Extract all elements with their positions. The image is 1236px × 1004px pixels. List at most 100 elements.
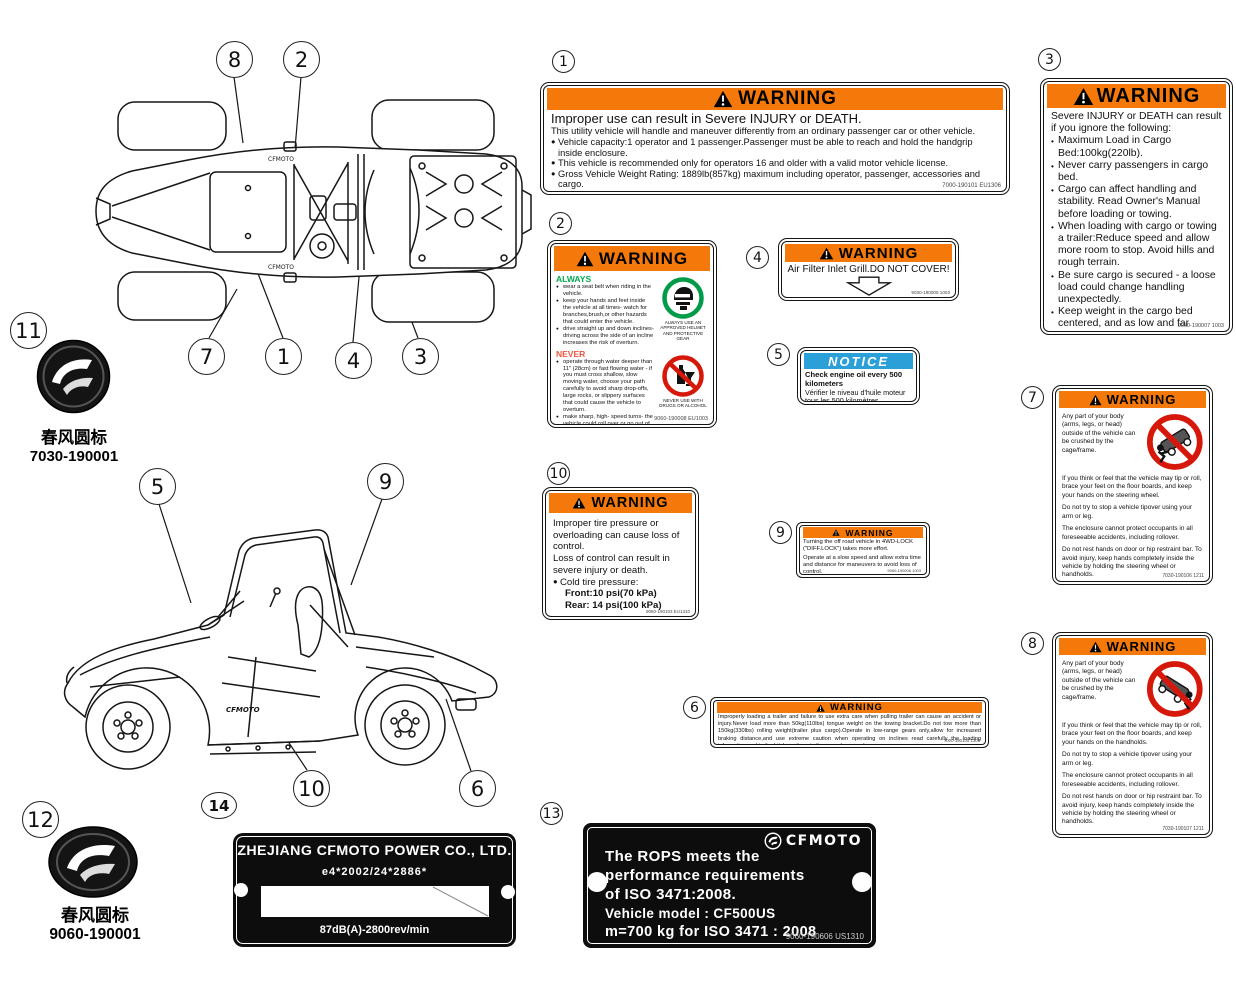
emblem12-part-no: 9060-190001: [49, 926, 141, 943]
warning-triangle-icon: [576, 251, 594, 266]
top-view-brand-text: CFMOTO: [268, 156, 294, 163]
plate13-mass-line: m=700 kg for ISO 3471 : 2008: [605, 924, 817, 940]
label7-para3: Do not try to stop a vehicle tipover usi…: [1062, 504, 1193, 520]
bullet-item: drive straight up and down inclines- dri…: [556, 326, 654, 347]
plate13-brand-text: CFMOTO: [785, 833, 862, 849]
emblem12-caption: 春风圆标: [61, 906, 129, 925]
label9-part-code: 9060-190006 1003: [887, 568, 921, 573]
callout-6-label: 6: [683, 696, 706, 719]
plate14-blank-field: [261, 886, 489, 917]
label7-para4: The enclosure cannot protect occupants i…: [1062, 525, 1193, 541]
label8-para2: If you think or feel that the vehicle ma…: [1062, 722, 1202, 746]
bullet-item: Cold tire pressure:: [553, 577, 689, 589]
warning-header: WARNING: [803, 527, 923, 538]
bullet-item: When loading with cargo or towing a trai…: [1051, 221, 1224, 270]
warning-triangle-icon: [832, 529, 841, 536]
rivet-hole: [501, 885, 515, 899]
callout-6: 6: [459, 770, 496, 807]
rivet-hole: [587, 872, 607, 892]
warning-header: WARNING: [1059, 391, 1206, 408]
warning-header: WARNING: [547, 88, 1003, 110]
warning-label-9: WARNING Turning the off road vehicle in …: [796, 522, 930, 578]
cfmoto-logo-icon: [764, 832, 782, 850]
vehicle-top-view-drawing: CFMOTO CFMOTO: [95, 99, 532, 323]
callout-2-label: 2: [549, 212, 572, 235]
rivet-hole: [234, 883, 248, 897]
warning-header: WARNING: [785, 244, 952, 262]
label10-part-code: 9060-190103 EU1310: [645, 609, 690, 614]
crush-hazard-icon: [1147, 661, 1204, 717]
warning-triangle-icon: [816, 703, 825, 712]
label9-para1: Turning the off road vehicle in 4WD-LOCK…: [803, 539, 914, 552]
bullet-item: keep your hands and feet inside the vehi…: [556, 298, 654, 326]
label1-title: Improper use can result in Severe INJURY…: [551, 111, 862, 126]
callout-1-label: 1: [552, 50, 575, 73]
warning-label-4: WARNING Air Filter Inlet Grill.DO NOT CO…: [778, 238, 959, 301]
warning-label-8: WARNING Any part of your body (arms, leg…: [1052, 632, 1213, 838]
bullet-item: Cargo can affect handling and stability.…: [1051, 184, 1224, 221]
manufacturer-plate-14: ZHEJIANG CFMOTO POWER CO., LTD. e4*2002/…: [233, 833, 516, 947]
bullet-item: Never carry passengers in cargo bed.: [1051, 160, 1224, 184]
callout-10: 10: [293, 770, 330, 807]
plate14-noise-level: 87dB(A)-2800rev/min: [319, 924, 430, 936]
no-drugs-alcohol-icon: [662, 355, 704, 397]
label10-rear-pressure: Rear: 14 psi(100 kPa): [565, 599, 662, 611]
cfmoto-round-emblem-12: [48, 826, 138, 898]
label5-text-en: Check engine oil every 500 kilometers: [805, 370, 903, 388]
warning-label-1: WARNING Improper use can result in Sever…: [540, 82, 1010, 195]
label7-part-code: 7030-190106 1211: [1162, 573, 1204, 579]
label6-text: Improperly loading a trailer and failure…: [718, 714, 981, 744]
plate13-logo: CFMOTO: [764, 832, 862, 850]
label1-subtitle: This utility vehicle will handle and man…: [551, 126, 976, 136]
label7-para2: If you think or feel that the vehicle ma…: [1062, 475, 1202, 499]
label3-intro: Severe INJURY or DEATH can result if you…: [1051, 111, 1222, 135]
plate13-line2: performance requirements: [605, 867, 805, 884]
label4-part-code: 9030-190005 1003: [911, 290, 950, 295]
warning-label-3: WARNING Severe INJURY or DEATH can resul…: [1040, 78, 1233, 335]
vehicle-side-view-drawing: CFMOTO: [63, 529, 498, 770]
emblem12-caption-block: 春风圆标 9060-190001: [22, 901, 168, 944]
bullet-item: Gross Vehicle Weight Rating: 1889lb(857k…: [551, 169, 999, 190]
notice-label-5: NOTICE Check engine oil every 500 kilome…: [797, 347, 920, 405]
label3-part-code: 9060-190007 1003: [1177, 323, 1224, 329]
warning-header: WARNING: [554, 246, 710, 271]
callout-10-label: 10: [547, 462, 570, 485]
plate14-field-diagonal: [432, 886, 489, 917]
label8-para1: Any part of your body (arms, legs, or he…: [1062, 660, 1136, 701]
callout-13-label: 13: [540, 802, 563, 825]
plate13-line1: The ROPS meets the: [605, 848, 760, 865]
label10-line2: Loss of control can result in severe inj…: [553, 553, 670, 576]
label7-para5: Do not rest hands on door or hip restrai…: [1062, 546, 1202, 579]
bullet-item: wear a seat belt when riding in the vehi…: [556, 284, 654, 298]
crush-hazard-icon: [1147, 414, 1204, 470]
always-title: ALWAYS: [556, 274, 592, 284]
bullet-item: operate through water deeper than 11" (2…: [556, 359, 654, 415]
warning-header-text: WARNING: [838, 244, 919, 262]
warning-triangle-icon: [573, 497, 586, 509]
emblem11-part-no: 7030-190001: [29, 448, 119, 465]
warning-header: WARNING: [717, 702, 982, 713]
callout-9: 9: [367, 463, 404, 500]
warning-header-text: WARNING: [1106, 639, 1177, 654]
warning-triangle-icon: [1073, 87, 1093, 105]
rivet-hole: [852, 872, 872, 892]
side-view-brand-text: CFMOTO: [226, 706, 260, 714]
warning-triangle-icon: [819, 247, 834, 259]
callout-11: 11: [10, 312, 47, 349]
plate14-company: ZHEJIANG CFMOTO POWER CO., LTD.: [237, 843, 512, 859]
plate13-vehicle-model: Vehicle model : CF500US: [605, 906, 776, 921]
label10-front-pressure: Front:10 psi(70 kPa): [565, 588, 657, 600]
warning-label-6: WARNING Improperly loading a trailer and…: [710, 697, 989, 748]
callout-12: 12: [22, 801, 59, 838]
top-view-brand-text-2: CFMOTO: [268, 264, 294, 271]
warning-header: WARNING: [1059, 638, 1206, 655]
callout-8-label: 8: [1021, 632, 1044, 655]
emblem11-caption: 春风圆标: [41, 429, 107, 447]
callout-2: 2: [283, 41, 320, 78]
callout-7-label: 7: [1021, 386, 1044, 409]
notice-header-text: NOTICE: [827, 353, 890, 369]
callout-5-label: 5: [767, 343, 790, 366]
label8-para4: The enclosure cannot protect occupants i…: [1062, 772, 1193, 788]
